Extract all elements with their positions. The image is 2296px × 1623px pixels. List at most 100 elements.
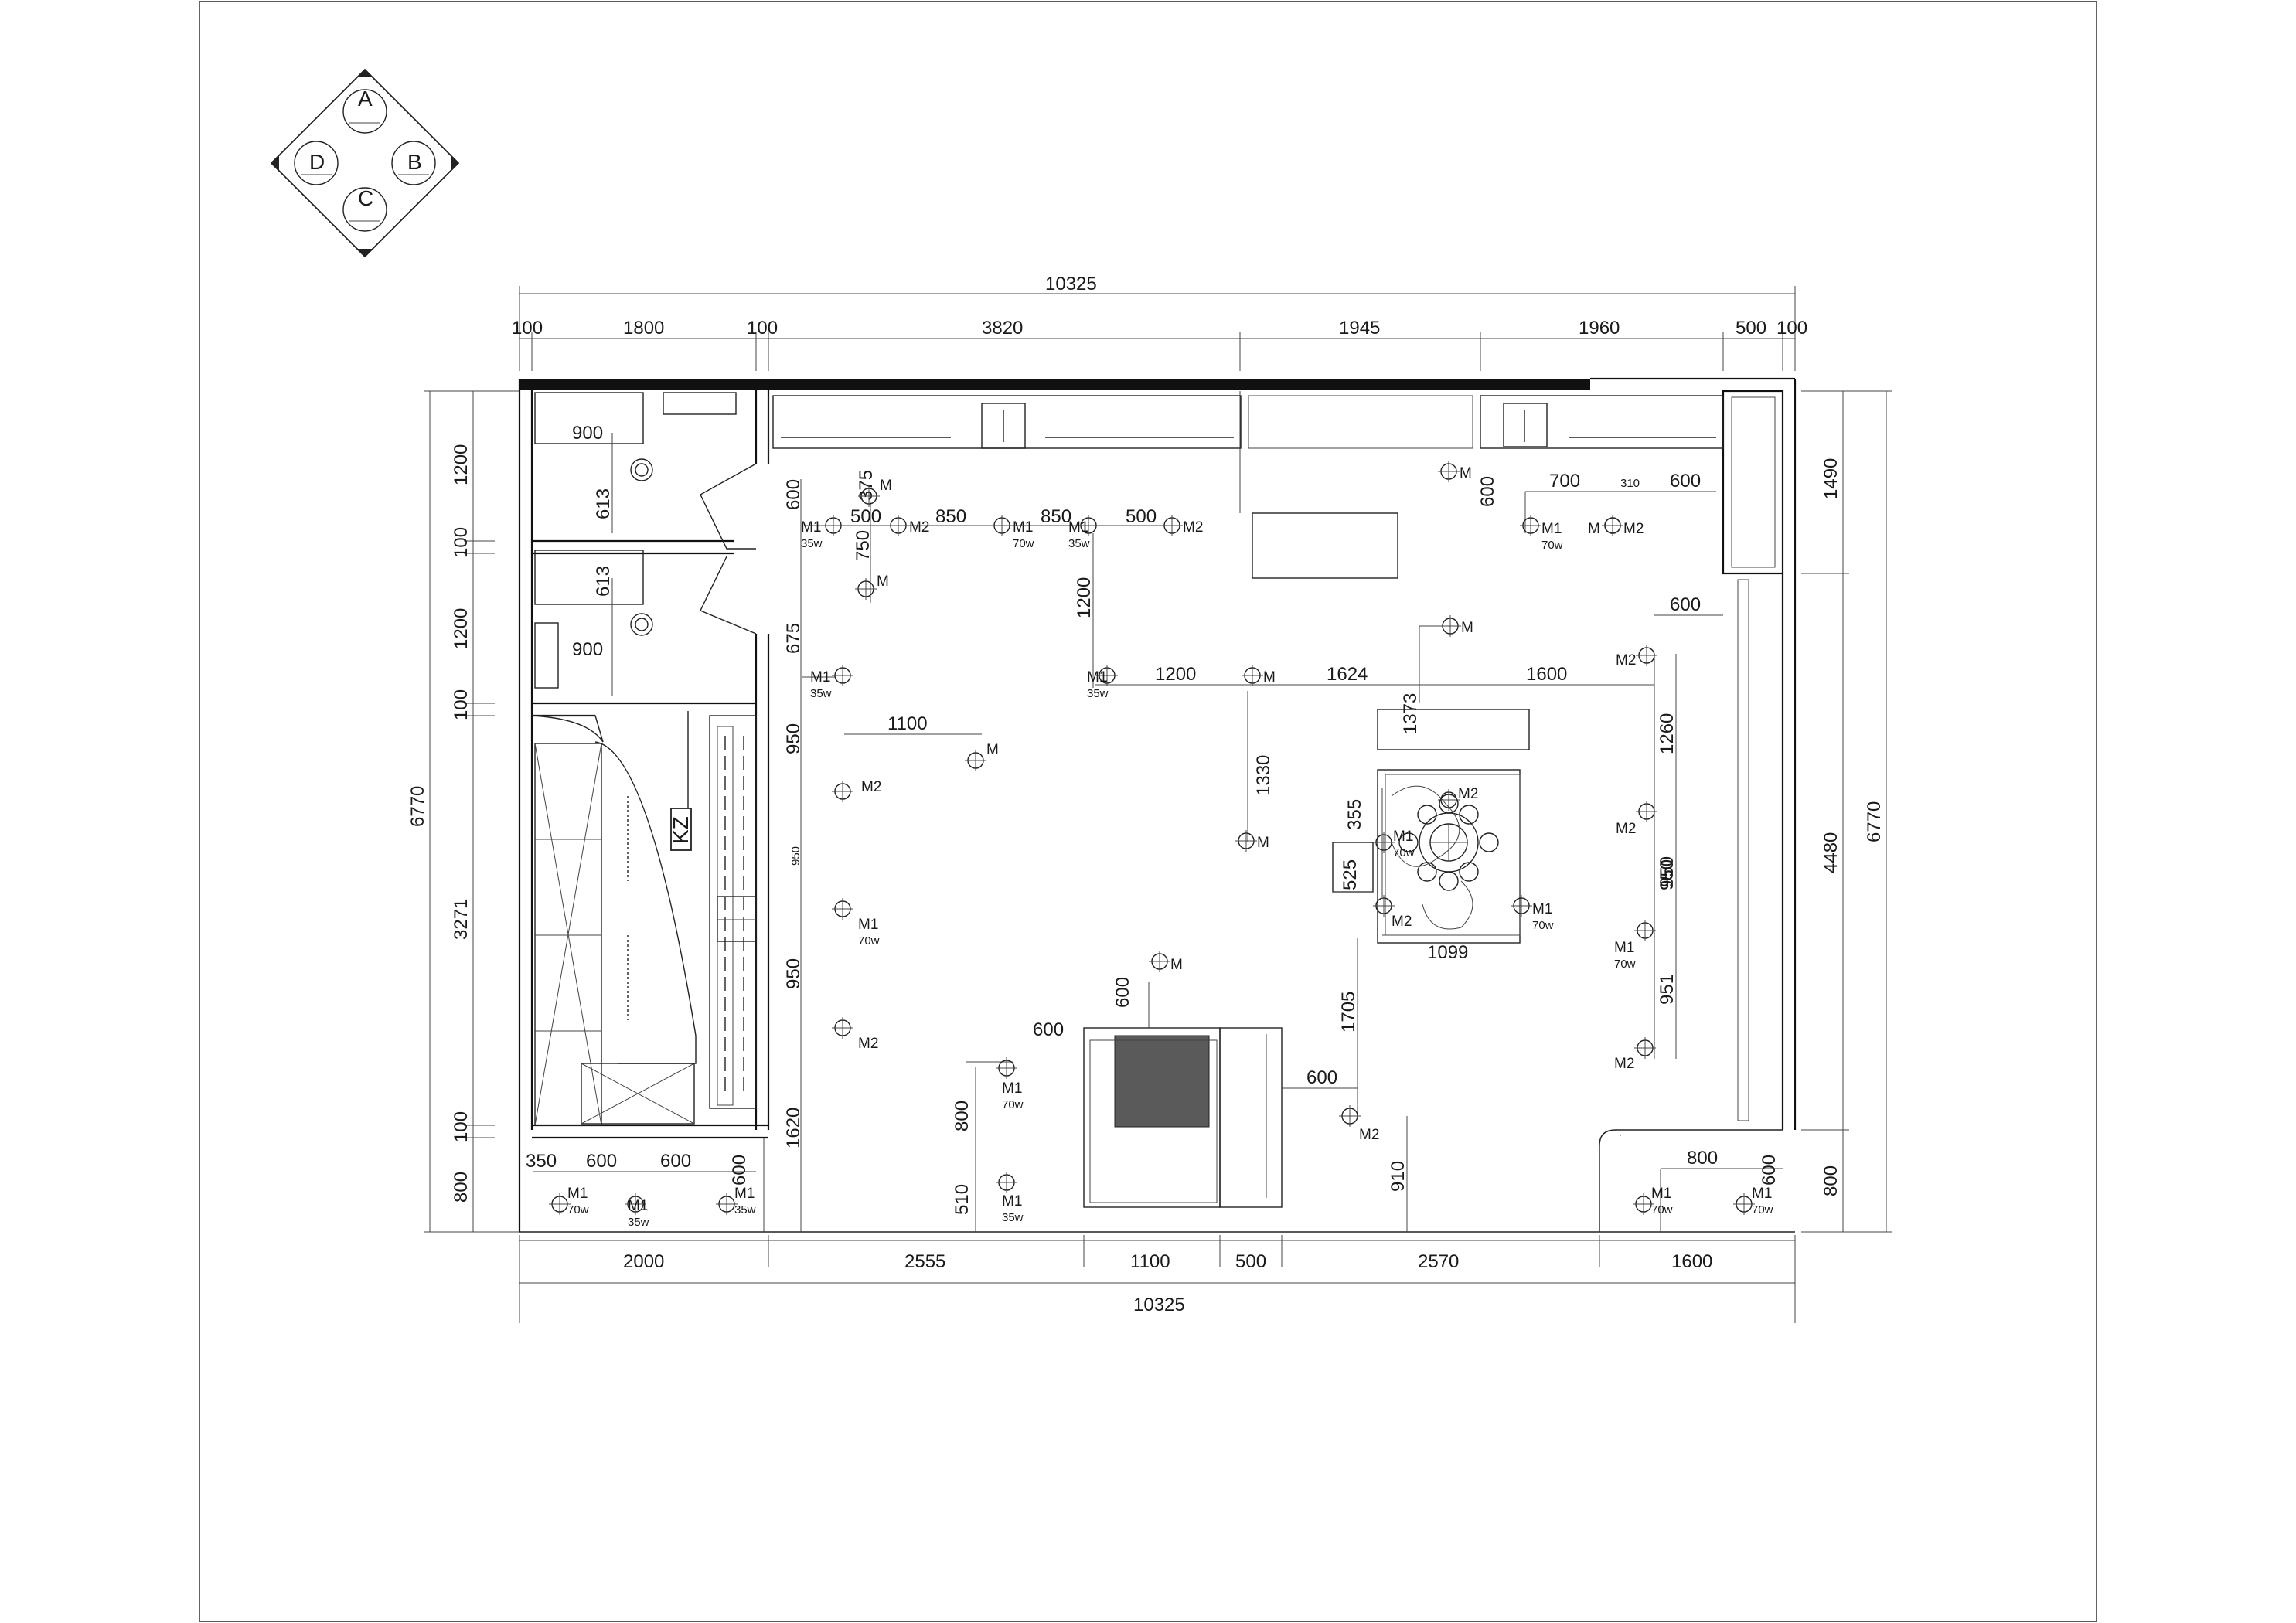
compass-label-a: A xyxy=(358,87,373,111)
light-wattage: 70w xyxy=(1651,1203,1673,1216)
dim-951: 951 xyxy=(1657,974,1678,1005)
dim-800-lower: 800 xyxy=(952,1101,973,1131)
dim-613-upper: 613 xyxy=(593,488,614,519)
dim-1330: 1330 xyxy=(1253,755,1274,796)
bottom-dimension-chain: 2000 2555 1100 500 2570 1600 10325 xyxy=(519,1235,1796,1323)
light-fixture: M2 xyxy=(1161,515,1203,536)
center-fixtures xyxy=(1083,391,1783,1232)
light-label: M1 xyxy=(1087,669,1107,686)
light-fixture: M2 xyxy=(832,779,881,802)
dim-600-right-side: 600 xyxy=(1670,594,1701,615)
dim-1100: 1100 xyxy=(887,713,928,734)
light-fixture: M2 xyxy=(1438,786,1478,811)
light-label: M2 xyxy=(1359,1127,1379,1143)
light-label: M2 xyxy=(1458,786,1478,802)
light-fixture: M2 xyxy=(1614,1037,1656,1072)
dim-700: 700 xyxy=(1549,471,1580,492)
light-wattage: 70w xyxy=(1013,537,1034,550)
light-fixture: M xyxy=(1242,665,1276,686)
outer-walls xyxy=(518,377,1797,1233)
light-fixture: M2 xyxy=(1616,645,1657,669)
light-label: M1 xyxy=(1002,1080,1022,1097)
right-dim-seg-2: 800 xyxy=(1821,1165,1841,1196)
light-label: M2 xyxy=(1614,1056,1634,1072)
dim-1600-a: 1600 xyxy=(1526,664,1567,685)
light-fixture: M xyxy=(1235,830,1269,852)
dim-510: 510 xyxy=(952,1184,973,1215)
bottom-dim-seg-1: 2555 xyxy=(904,1251,945,1272)
light-label: M xyxy=(877,573,889,590)
left-dim-seg-2: 1200 xyxy=(451,608,472,649)
dim-950-a: 950 xyxy=(783,723,804,754)
dim-1260: 1260 xyxy=(1657,713,1678,754)
dim-600-lamp: 600 xyxy=(1112,977,1133,1008)
light-label: M1 xyxy=(628,1198,648,1214)
dim-1200-h: 1200 xyxy=(1155,664,1196,685)
light-label: M xyxy=(1170,957,1183,973)
dim-1620: 1620 xyxy=(783,1108,804,1148)
dim-750: 750 xyxy=(853,530,874,561)
bottom-dim-seg-0: 2000 xyxy=(623,1251,664,1272)
light-label: M2 xyxy=(1623,521,1644,537)
dim-900-lower: 900 xyxy=(572,639,603,660)
top-dim-seg-0: 100 xyxy=(512,318,543,339)
left-dim-seg-3: 100 xyxy=(451,689,472,720)
light-label: M2 xyxy=(909,519,929,536)
dim-355: 355 xyxy=(1344,799,1365,830)
bottom-dim-seg-4: 2570 xyxy=(1418,1251,1459,1272)
light-fixture: M2 xyxy=(887,515,929,536)
light-label: M1 xyxy=(801,519,821,536)
light-label: M xyxy=(1460,465,1472,481)
left-dim-seg-5: 100 xyxy=(451,1111,472,1142)
light-fixture: M2 xyxy=(832,1017,878,1052)
light-label: M2 xyxy=(1616,652,1636,669)
compass-label-d: D xyxy=(309,150,325,174)
light-wattage: 35w xyxy=(628,1216,649,1229)
right-dim-seg-0: 1490 xyxy=(1821,458,1841,499)
dim-1705: 1705 xyxy=(1338,992,1359,1033)
dim-675: 675 xyxy=(783,623,804,654)
light-fixture: M2 xyxy=(1602,515,1644,537)
light-fixture: M xyxy=(965,742,999,771)
dim-600-bottom-c: 600 xyxy=(729,1155,750,1186)
light-label: M xyxy=(1461,620,1473,636)
light-label: M2 xyxy=(1392,914,1412,930)
elevation-index-symbol: A B C D xyxy=(270,68,460,258)
left-room-block: 900 613 613 900 KZ xyxy=(531,390,770,1139)
top-dim-seg-1: 1800 xyxy=(623,318,664,339)
dim-613-lower: 613 xyxy=(593,566,614,597)
light-wattage: 70w xyxy=(858,934,880,948)
light-wattage: 70w xyxy=(1002,1098,1024,1111)
dim-910: 910 xyxy=(1388,1161,1409,1192)
dim-500-a: 500 xyxy=(850,506,881,527)
dim-850-b: 850 xyxy=(1041,506,1071,527)
light-wattage: 35w xyxy=(1087,687,1109,700)
dim-850-a: 850 xyxy=(935,506,966,527)
dim-800-bottom-right: 800 xyxy=(1687,1148,1718,1169)
light-label: M1 xyxy=(567,1186,588,1202)
dim-950-small: 950 xyxy=(789,846,802,866)
light-label: M1 xyxy=(1614,940,1634,956)
dim-600-bottom-b: 600 xyxy=(660,1151,691,1172)
light-wattage: 35w xyxy=(1002,1211,1024,1224)
light-label: M xyxy=(880,478,892,494)
dim-950-right: 950 xyxy=(1657,859,1678,890)
compass-label-b: B xyxy=(407,150,422,174)
dim-950-c: 950 xyxy=(783,958,804,989)
top-dim-seg-4: 1945 xyxy=(1339,318,1380,339)
light-label: M1 xyxy=(734,1186,755,1202)
bottom-dim-seg-3: 500 xyxy=(1235,1251,1266,1272)
left-dim-seg-4: 3271 xyxy=(451,899,472,940)
light-wattage: 35w xyxy=(801,537,823,550)
